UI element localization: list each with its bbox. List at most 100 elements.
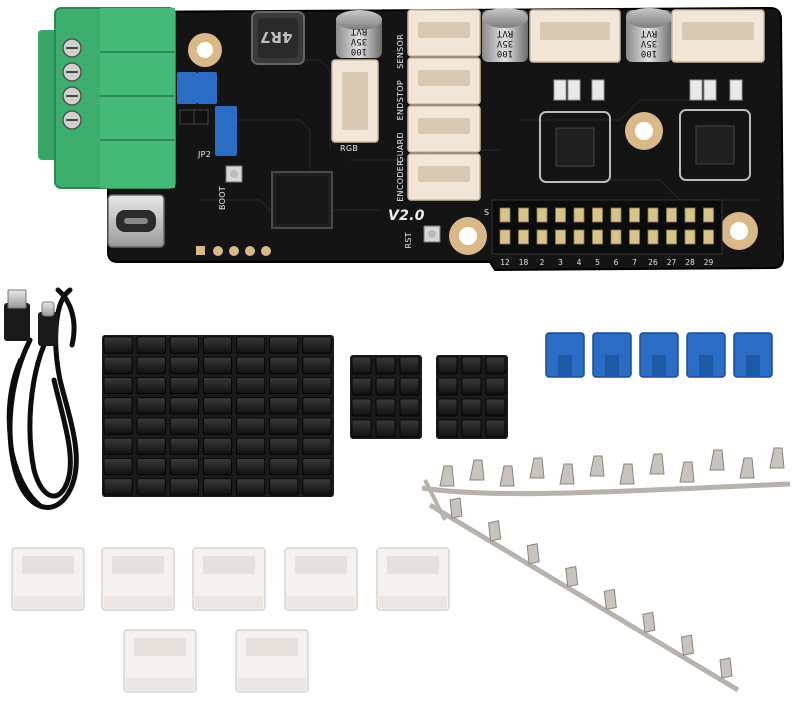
silk-guard: GUARD [396,132,405,163]
header-pin [536,229,548,245]
gpio-header [491,199,723,255]
heatsink-fin [485,377,506,396]
gpio-number: 3 [558,258,563,267]
crimp-pin [499,465,515,487]
housing-slot [203,556,255,574]
gpio-number: 18 [518,258,529,267]
capacitor-2 [482,8,528,62]
silk-rst: RST [404,232,413,249]
housing-slot [387,556,439,574]
small-heatsink-2 [436,355,508,439]
heatsink-fin [136,336,166,354]
crimp-pin-strips [421,479,791,693]
gpio-number: 28 [685,258,695,267]
heatsink-fin [103,356,133,374]
heatsink-fin [375,419,396,438]
board-jumpers [177,72,237,156]
heatsink-fin [203,417,232,435]
heatsink-fin [269,336,299,354]
gpio-number: 5 [595,258,600,267]
crimp-pin [439,465,455,487]
heatsink-fin [485,398,506,417]
mounting-hole-bottom-middle [449,217,487,255]
inductor [251,11,305,65]
silk-boot: BOOT [218,186,227,211]
silk-jp2: JP2 [198,150,212,159]
header-pin [684,207,696,223]
header-pin [666,207,677,223]
heatsink-fin [302,377,332,395]
crimp-pin [603,588,617,611]
heatsink-fin [399,377,420,396]
heatsink-fin [103,377,133,395]
heatsink-fin [461,377,482,396]
silk-s: S [484,208,490,217]
heatsink-fin [136,356,166,374]
header-pin [684,229,696,245]
header-pin [555,207,566,223]
heatsink-fin [103,478,133,496]
large-heatsink [102,335,334,497]
silk-endstop: ENDSTOP [396,80,405,121]
housing-base [238,678,306,690]
heatsink-fin [136,437,166,455]
jumper-cap-notch [699,355,713,377]
crimp-pin [642,611,656,633]
crimp-pin [449,497,463,519]
heatsink-fin [203,478,232,496]
heatsink-fin [269,417,299,435]
heatsink-fin [203,397,232,415]
gpio-number: 6 [613,258,619,267]
header-pin [592,207,603,223]
jumper-cap-notch [652,355,666,377]
heatsink-fin [461,356,482,375]
heatsink-fin [169,458,199,476]
heatsink-fin [351,356,372,375]
mounting-hole-bottom-right [720,212,758,250]
small-heatsink-1 [350,355,422,439]
header-pin [555,229,566,245]
gpio-number: 4 [576,258,582,267]
capacitor-1-label: 100 35V RVT [341,26,377,56]
version-label: V2.0 [388,208,425,224]
heatsink-fin [136,377,166,395]
silk-rgb: RGB [340,144,359,153]
gpio-number: 26 [648,258,658,267]
header-pin [703,229,714,245]
heatsink-base [102,335,334,497]
terminal-screws [62,38,82,130]
heatsink-fin [437,356,458,375]
usb-c-port [107,194,165,248]
crimp-pin [526,543,540,565]
heatsink-fin [302,437,332,455]
capacitor-1 [336,10,382,58]
heatsink-fin [236,458,266,476]
header-pin [536,207,548,223]
heatsink-fin [103,458,133,476]
heatsink-fin [236,478,266,496]
header-pin [610,229,622,245]
capacitor-2-brand: RVT [496,28,514,38]
housing-slot [134,638,186,656]
header-pin [573,207,585,223]
heatsink-fin [302,336,332,354]
heatsink-fin [203,377,232,395]
crimp-pin [679,461,695,483]
heatsink-fin [302,356,332,374]
heatsink-fin [169,356,199,374]
capacitor-2-label: 100 35V RVT [487,28,523,58]
heatsink-fin [302,397,332,415]
heatsink-fin [269,478,299,496]
heatsink-base [436,355,508,439]
housing-slot [295,556,347,574]
header-pin [499,207,511,223]
crimp-pin [589,455,605,477]
crimp-pin [769,447,785,469]
heatsink-fin [302,458,332,476]
crimp-pin [680,634,694,656]
capacitor-2-voltage: 35V [496,38,514,48]
heatsink-fin [351,419,372,438]
connector-slots [342,22,754,182]
usb-cable [6,287,79,510]
header-pin [666,229,677,245]
